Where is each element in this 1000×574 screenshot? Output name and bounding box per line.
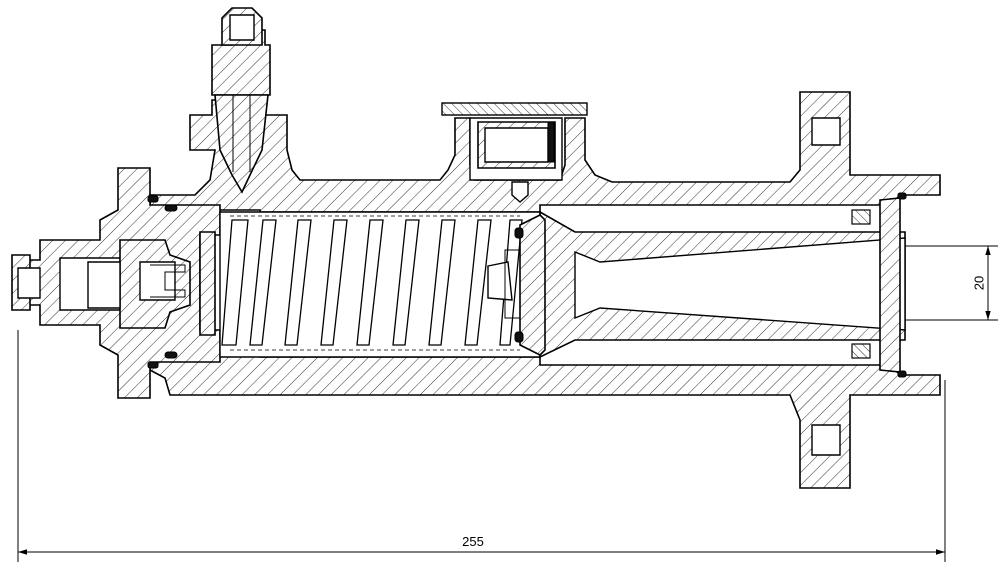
dimension-bore-width: 20 [905, 245, 998, 321]
bore-width-label: 20 [971, 276, 986, 290]
return-spring [221, 215, 523, 351]
left-end-cap [11, 167, 221, 399]
right-seals [851, 192, 940, 378]
reservoir-port [441, 102, 588, 203]
piston [487, 210, 906, 359]
dimension-overall-length: 255 [17, 330, 946, 562]
bleeder-valve [211, 7, 271, 194]
overall-length-label: 255 [462, 534, 484, 549]
